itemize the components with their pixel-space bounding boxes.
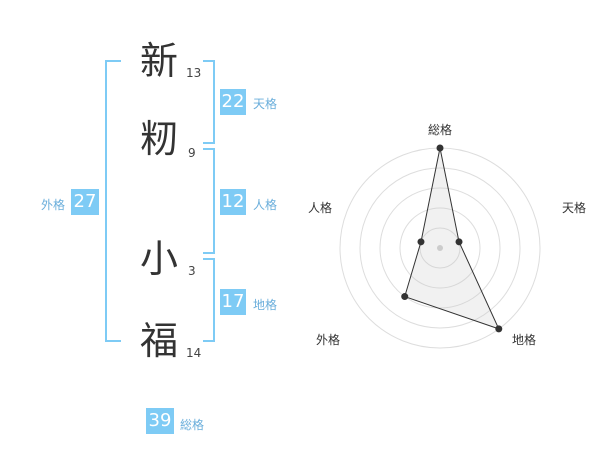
radar-axis-label-2: 天格 — [562, 200, 586, 215]
radar-polygon — [404, 147, 500, 330]
radar-ring — [379, 187, 501, 309]
gaikaku-value: 27 — [71, 189, 99, 215]
radar-axis-label-1: 総格 — [428, 122, 452, 137]
stroke-count-4: 14 — [186, 346, 202, 360]
radar-point-2 — [455, 238, 463, 246]
radar-point-5 — [417, 238, 425, 246]
jinkaku-value: 12 — [220, 189, 246, 215]
name-char-4: 福 — [140, 319, 179, 363]
name-char-2: 籾 — [140, 117, 179, 161]
radar-ring — [419, 227, 461, 269]
radar-axis-label-5: 人格 — [308, 200, 332, 215]
chikaku-value: 17 — [220, 289, 246, 315]
radar-point-3 — [495, 325, 503, 333]
soukaku-value: 39 — [146, 408, 174, 434]
radar-ring — [399, 207, 481, 289]
soukaku-label: 総格 — [180, 418, 205, 432]
stroke-count-3: 3 — [188, 264, 196, 278]
tenkaku-label: 天格 — [253, 97, 278, 111]
radar-point-1 — [436, 144, 444, 152]
stroke-count-1: 13 — [186, 66, 202, 80]
chikaku-bracket — [203, 258, 215, 342]
jinkaku-label: 人格 — [253, 198, 278, 212]
stroke-count-2: 9 — [188, 146, 196, 160]
chikaku-label: 地格 — [253, 298, 278, 312]
radar-center — [437, 245, 443, 251]
gaikaku-label: 外格 — [41, 198, 66, 212]
radar-point-4 — [401, 293, 409, 301]
name-char-1: 新 — [140, 39, 179, 83]
radar-axis-label-3: 地格 — [512, 332, 536, 347]
tenkaku-bracket — [203, 60, 215, 144]
radar-ring — [359, 167, 521, 329]
tenkaku-value: 22 — [220, 89, 246, 115]
jinkaku-bracket — [203, 148, 215, 254]
radar-axis-label-4: 外格 — [316, 332, 340, 347]
gaikaku-bracket — [105, 60, 121, 342]
name-char-3: 小 — [140, 237, 179, 281]
